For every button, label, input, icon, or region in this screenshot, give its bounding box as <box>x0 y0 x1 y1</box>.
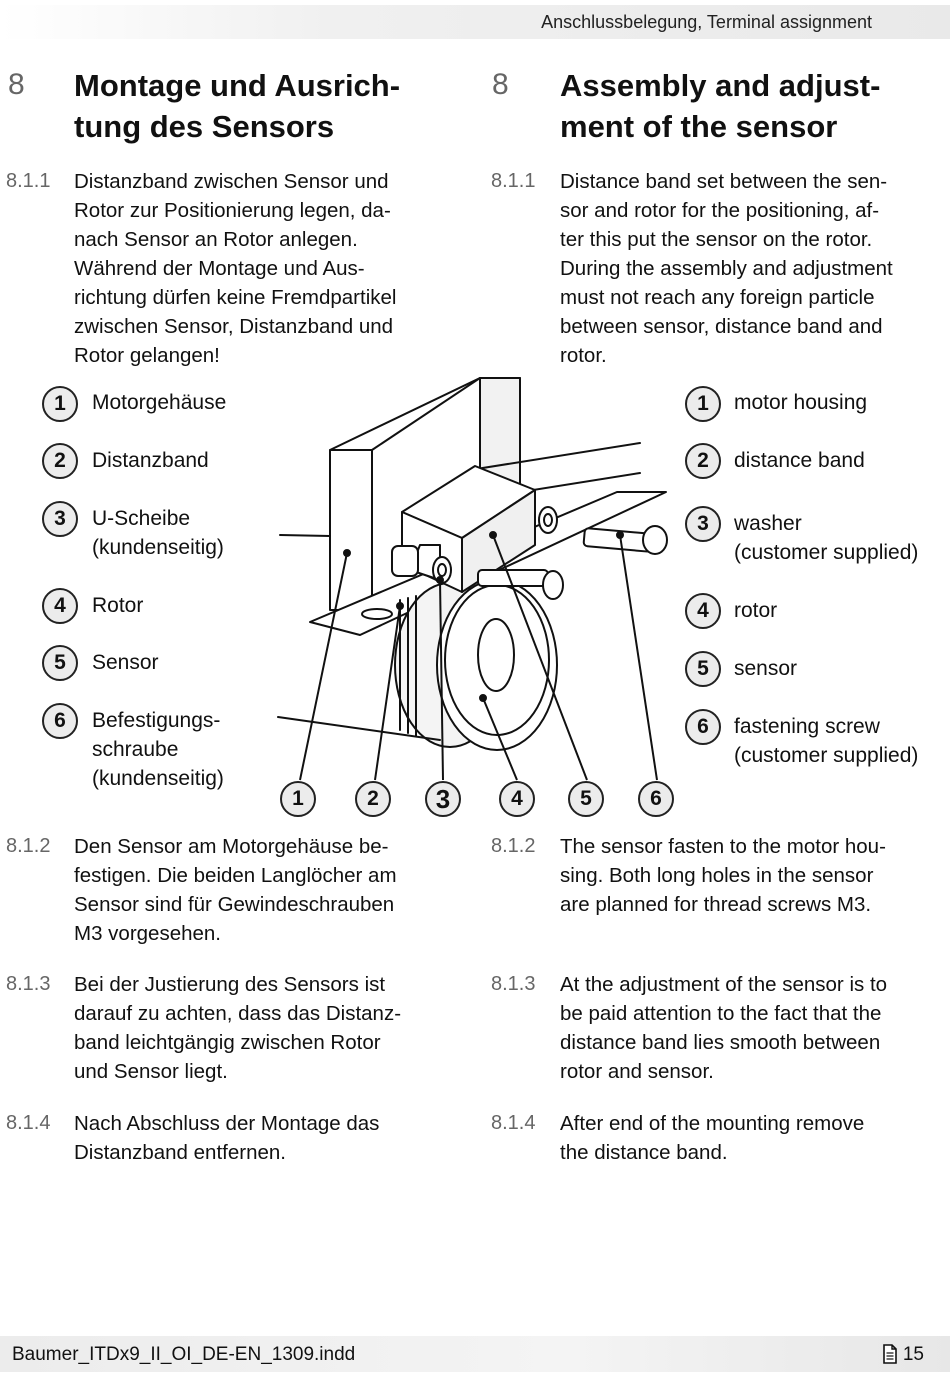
legend-number-badge: 6 <box>685 709 721 745</box>
footer-bar <box>0 1336 950 1372</box>
legend-label-rotor-en: rotor <box>734 599 778 622</box>
legend-label-distance-band-en: distance band <box>734 449 865 472</box>
figure-callout: 2 <box>355 781 391 817</box>
legend-label-washer-de: U-Scheibe(kundenseitig) <box>92 507 224 559</box>
fastening-screw-head <box>642 525 668 555</box>
legend-label-motor-housing-de: Motorgehäuse <box>92 391 227 414</box>
legend-label-motor-housing-en: motor housing <box>734 391 868 414</box>
document-icon <box>883 1344 897 1364</box>
figure-callout: 6 <box>638 781 674 817</box>
legend-label-sensor-en: sensor <box>734 657 798 680</box>
legend-number-badge: 4 <box>685 593 721 629</box>
sensor-side <box>461 489 536 593</box>
rotor-hub <box>477 618 515 692</box>
de-section-title-line1: Montage und Ausrich- <box>74 68 401 103</box>
legend-label-washer-en: washer(customer supplied) <box>734 512 919 564</box>
figure-callout: 3 <box>425 781 461 817</box>
legend-number-badge: 4 <box>42 588 78 624</box>
figure-callout: 4 <box>499 781 535 817</box>
de-step-number: 8.1.4 <box>6 1112 51 1134</box>
legend-number-badge: 5 <box>685 651 721 687</box>
legend-label-fastening-screw-de: Befestigungs-schraube(kundenseitig) <box>92 709 224 790</box>
legend-number-badge: 1 <box>685 386 721 422</box>
legend-number-badge: 2 <box>685 443 721 479</box>
page-number: 15 <box>902 1344 924 1365</box>
en-step-text: The sensor fasten to the motor hou-sing.… <box>560 835 886 916</box>
de-step-number: 8.1.1 <box>6 170 51 192</box>
legend-label-sensor-de: Sensor <box>92 651 159 674</box>
de-step-number: 8.1.2 <box>6 835 51 857</box>
en-section-number: 8 <box>492 68 509 101</box>
figure-callout: 1 <box>280 781 316 817</box>
running-header: Anschlussbelegung, Terminal assignment <box>541 12 872 32</box>
header-bar <box>0 5 950 39</box>
en-section-title-line1: Assembly and adjust- <box>560 68 881 103</box>
legend-number-badge: 5 <box>42 645 78 681</box>
legend-number-badge: 2 <box>42 443 78 479</box>
en-step-number: 8.1.2 <box>491 835 536 857</box>
en-step-number: 8.1.1 <box>491 170 536 192</box>
en-step-number: 8.1.3 <box>491 973 536 995</box>
de-section-title-line2: tung des Sensors <box>74 109 335 144</box>
motor-housing-front <box>329 449 373 611</box>
legend-number-badge: 6 <box>42 703 78 739</box>
legend-number-badge: 1 <box>42 386 78 422</box>
legend-number-badge: 3 <box>685 506 721 542</box>
legend-label-distance-band-de: Distanzband <box>92 449 209 472</box>
en-step-text: Distance band set between the sen-sor an… <box>560 170 893 367</box>
de-step-number: 8.1.3 <box>6 973 51 995</box>
en-step-number: 8.1.4 <box>491 1112 536 1134</box>
footer-file-name: Baumer_ITDx9_II_OI_DE-EN_1309.indd <box>12 1344 356 1365</box>
de-section-number: 8 <box>8 68 25 101</box>
figure-callout: 5 <box>568 781 604 817</box>
legend-label-rotor-de: Rotor <box>92 594 144 617</box>
legend-label-fastening-screw-en: fastening screw(customer supplied) <box>734 715 919 767</box>
legend-number-badge: 3 <box>42 501 78 537</box>
en-section-title-line2: ment of the sensor <box>560 109 838 144</box>
assembly-illustration <box>277 377 668 781</box>
de-step-text: Den Sensor am Motorgehäuse be-festigen. … <box>74 835 397 945</box>
